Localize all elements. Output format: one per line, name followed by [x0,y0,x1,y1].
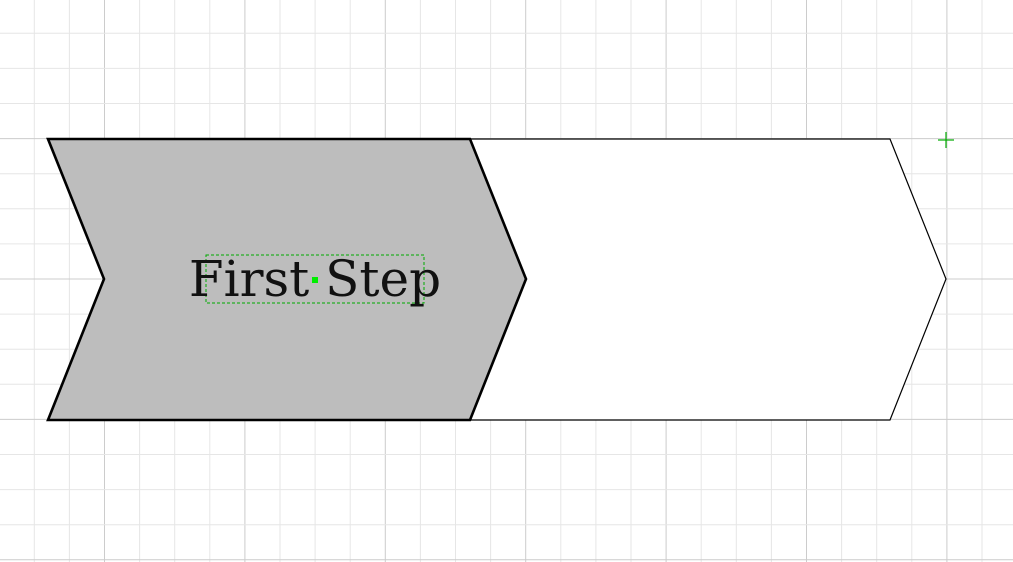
label-anchor-point [312,277,318,283]
crosshair-marker-icon [938,132,954,148]
chevron-step-1[interactable] [46,137,528,422]
chevron-step-2[interactable] [469,138,947,421]
label-selection-box [205,254,425,304]
